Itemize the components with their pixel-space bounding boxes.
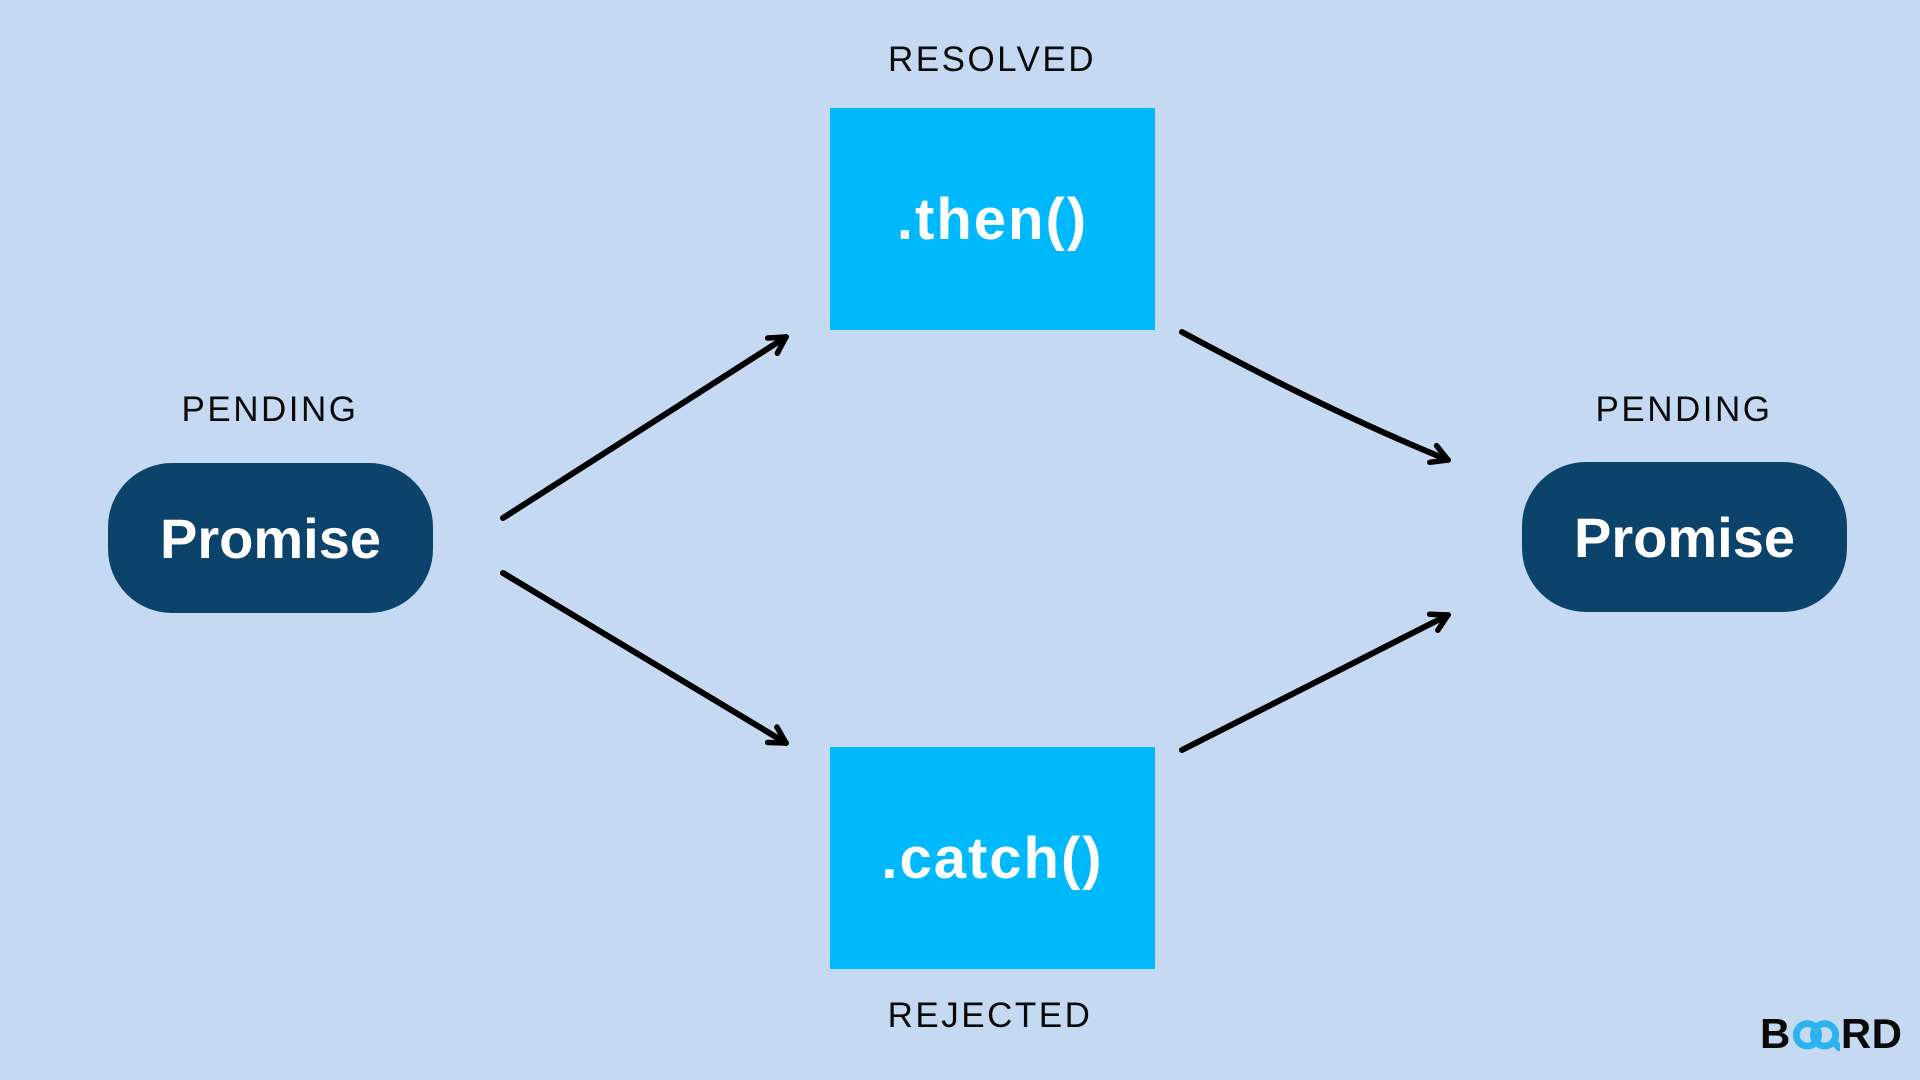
- catch-node-label: .catch(): [881, 825, 1104, 891]
- arrow-catch-to-promise: [1179, 611, 1451, 753]
- board-logo: B RD: [1760, 1010, 1903, 1058]
- board-logo-suffix: RD: [1840, 1010, 1903, 1057]
- rejected-label: REJECTED: [887, 996, 1093, 1035]
- then-node-label: .then(): [896, 186, 1089, 252]
- board-logo-prefix: B: [1760, 1010, 1791, 1057]
- arrow-pending-to-catch: [500, 570, 789, 746]
- right-promise-node: Promise: [1522, 462, 1847, 612]
- left-promise-node-label: Promise: [160, 506, 381, 570]
- infinity-icon: [1792, 1020, 1840, 1052]
- arrow-then-to-promise: [1179, 329, 1451, 466]
- left-promise-node: Promise: [108, 463, 433, 613]
- arrow-pending-to-then: [500, 334, 789, 521]
- right-promise-node-label: Promise: [1574, 505, 1795, 569]
- then-node: .then(): [830, 108, 1155, 330]
- catch-node: .catch(): [830, 747, 1155, 969]
- pending-label-left: PENDING: [181, 390, 359, 429]
- resolved-label: RESOLVED: [887, 40, 1097, 79]
- pending-label-right: PENDING: [1595, 390, 1773, 429]
